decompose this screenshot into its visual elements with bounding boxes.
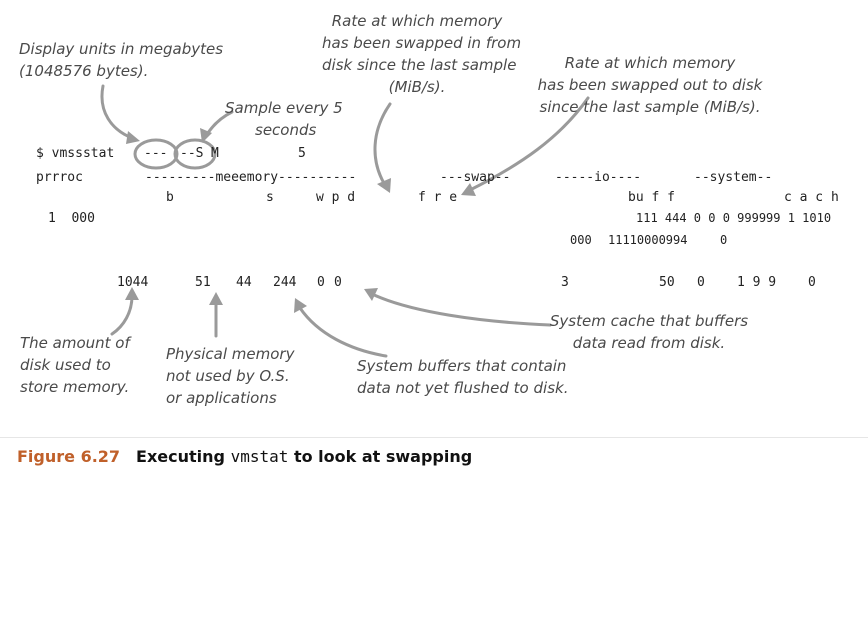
arrowhead-swap-out <box>461 183 476 196</box>
cmd-unit: M <box>211 146 219 161</box>
terminal-output: $ vmssstat --- --S M 5 prrroc ---------m… <box>0 0 868 300</box>
annotation-sample: Sample every 5 seconds <box>225 99 343 139</box>
arrowhead-units <box>126 131 140 144</box>
cmd-interval: 5 <box>298 146 306 161</box>
hdr-wpd: w p d <box>316 190 356 205</box>
val-free: 51 <box>195 275 211 290</box>
arrow-swap-in <box>373 102 392 187</box>
row1-right: 111 444 0 0 0 999999 1 1010 <box>636 211 832 225</box>
val-cs: 1 9 9 <box>737 275 777 290</box>
arrowhead-free <box>209 292 223 305</box>
row1-left: 1 000 <box>48 211 95 226</box>
annotation-buff: System buffers that contain data not yet… <box>357 357 569 397</box>
cmd-prompt: $ vmssstat <box>36 146 115 161</box>
val-bo: 50 <box>659 275 675 290</box>
hdr-s: s <box>266 190 274 205</box>
arrow-swpd <box>110 294 134 336</box>
arrow-swap-out <box>468 96 590 192</box>
arrowhead-cache <box>364 288 378 301</box>
val-bi: 3 <box>561 275 569 290</box>
caption-code: vmstat <box>230 447 289 466</box>
val-si: 0 <box>317 275 325 290</box>
arrow-cache <box>370 292 552 327</box>
arrowhead-sample <box>200 128 212 143</box>
hdr-fre: f r e <box>418 190 458 205</box>
cmd-flag-1: --- <box>144 146 168 161</box>
caption-divider <box>0 437 868 438</box>
row2-a: 000 <box>570 233 592 247</box>
arrow-units <box>100 84 134 140</box>
val-cache: 244 <box>273 275 297 290</box>
annotation-swap-out: Rate at which memory has been swapped ou… <box>537 54 763 116</box>
figure-number: Figure 6.27 <box>17 447 121 466</box>
arrow-buff <box>298 306 388 358</box>
row2-b: 11110000994 <box>608 233 688 247</box>
val-buff: 44 <box>236 275 252 290</box>
caption-text-post: to look at swapping <box>288 447 473 466</box>
annotation-swap-in: Rate at which memory has been swapped in… <box>322 12 522 96</box>
caption-text-pre: Executing <box>136 447 231 466</box>
annotation-cache: System cache that buffers data read from… <box>549 312 749 352</box>
hdr-memory: ---------meeemory---------- <box>145 170 357 185</box>
cmd-flag-2: --S <box>180 146 204 161</box>
flag-circle-2 <box>173 138 217 170</box>
flag-circle-1 <box>133 138 179 170</box>
annotation-arrows <box>100 84 590 358</box>
arrowhead-buff <box>294 298 307 313</box>
val-in: 0 <box>697 275 705 290</box>
arrowhead-swap-in <box>377 178 391 193</box>
val-swpd: 1044 <box>117 275 149 290</box>
arrowhead-swpd <box>125 287 139 300</box>
figure-caption: Figure 6.27 Executing vmstat to look at s… <box>17 447 472 466</box>
hdr-buff: bu f f <box>628 190 675 205</box>
annotation-free: Physical memory not used by O.S. or appl… <box>166 345 295 407</box>
annotation-swpd: The amount of disk used to store memory. <box>20 334 130 396</box>
hdr-system: --system-- <box>694 170 773 185</box>
hdr-io: -----io---- <box>555 170 642 185</box>
hdr-swap: ---swap-- <box>440 170 511 185</box>
val-us: 0 <box>808 275 816 290</box>
hdr-procs: prrroc <box>36 170 83 185</box>
val-so: 0 <box>334 275 342 290</box>
hdr-cach: c a c h <box>784 190 839 205</box>
hdr-b: b <box>166 190 174 205</box>
row2-c: 0 <box>720 233 728 247</box>
annotation-units: Display units in megabytes (1048576 byte… <box>19 40 224 80</box>
